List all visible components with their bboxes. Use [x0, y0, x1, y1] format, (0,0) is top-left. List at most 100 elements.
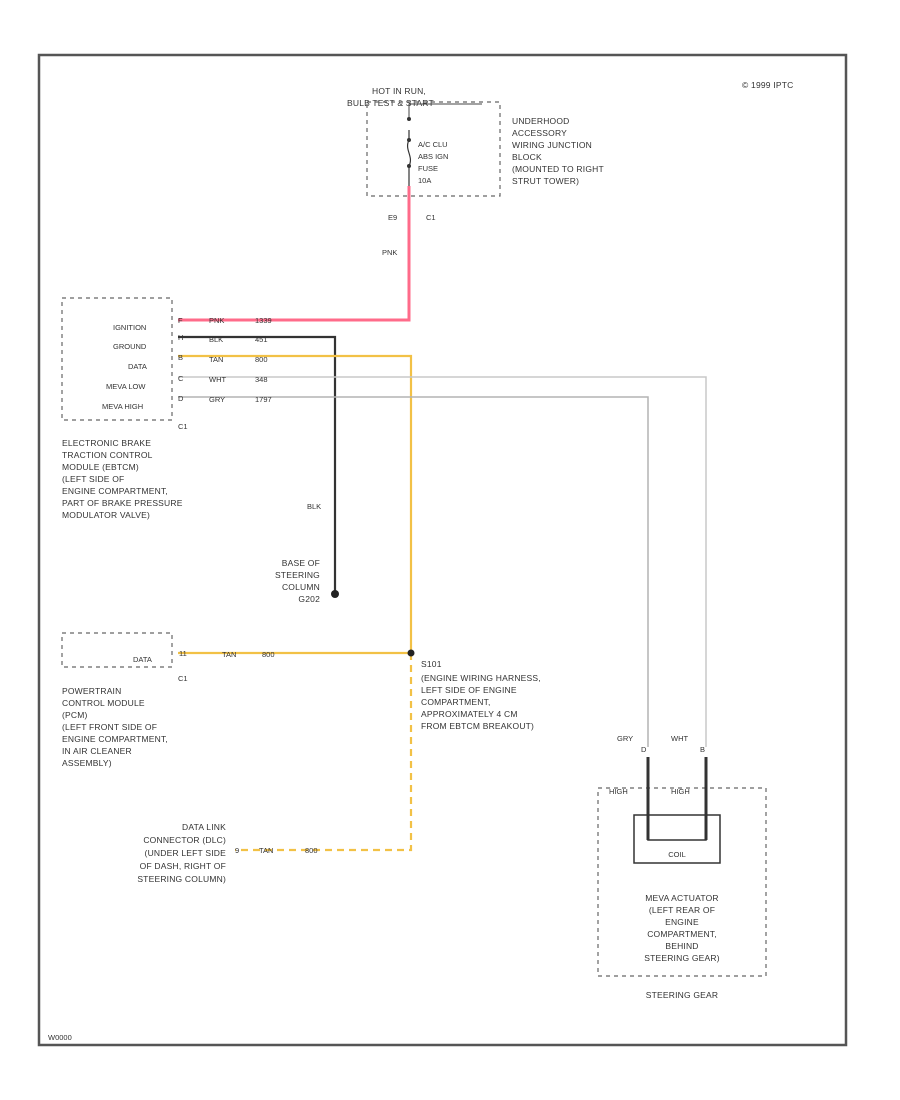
- block-label-2: ACCESSORY: [512, 128, 567, 138]
- ebtcm-outline: [61, 297, 173, 421]
- pcm-desc-1: POWERTRAIN: [62, 686, 121, 696]
- block-label-3: WIRING JUNCTION: [512, 140, 592, 150]
- bus-terminal: [407, 117, 411, 121]
- pcm-pin-label: DATA: [133, 655, 152, 664]
- diagram-frame: [37, 53, 848, 1047]
- wire-blk: [178, 335, 337, 592]
- splice-point: [407, 649, 415, 657]
- pcm-module: DATA 11 TAN 800 C1 POWERTRAIN CONTROL MO…: [61, 632, 275, 768]
- ebtcm-pin-c: C: [178, 374, 184, 383]
- copyright: © 1999 IPTC: [742, 80, 793, 90]
- ebtcm-connector: C1: [178, 422, 188, 431]
- coil-label: COIL: [668, 850, 686, 859]
- wire-gry: [178, 396, 649, 747]
- pcm-desc-5: ENGINE COMPARTMENT,: [62, 734, 168, 744]
- actuator-desc-1: MEVA ACTUATOR: [645, 893, 718, 903]
- ebtcm-desc-4: (LEFT SIDE OF: [62, 474, 124, 484]
- wire-circuit-451: 451: [255, 335, 268, 344]
- fuse-label-3: FUSE: [418, 164, 438, 173]
- wire-color-gry: GRY: [209, 395, 225, 404]
- actuator-desc-5: BEHIND: [665, 941, 698, 951]
- actuator-desc-4: COMPARTMENT,: [647, 929, 717, 939]
- dlc-wire-color: TAN: [259, 846, 273, 855]
- actuator-inner-left: HIGH: [609, 787, 628, 796]
- wire-circuit-1797: 1797: [255, 395, 272, 404]
- pcm-wire-color: TAN: [222, 650, 236, 659]
- actuator-outline: [597, 787, 767, 977]
- wire-pnk: [178, 186, 411, 322]
- junction-pin-right: C1: [426, 213, 436, 222]
- ebtcm-desc-6: PART OF BRAKE PRESSURE: [62, 498, 183, 508]
- pcm-pin: 11: [179, 649, 187, 658]
- splice-label-1: S101: [421, 659, 442, 669]
- splice-label-6: FROM EBTCM BREAKOUT): [421, 721, 534, 731]
- ebtcm-desc-3: MODULE (EBTCM): [62, 462, 139, 472]
- wire-circuit-1339: 1339: [255, 316, 272, 325]
- splice-label-4: COMPARTMENT,: [421, 697, 491, 707]
- actuator-pin-right: B: [700, 745, 705, 754]
- dlc-connector: DATA LINK CONNECTOR (DLC) (UNDER LEFT SI…: [137, 822, 317, 884]
- actuator-desc-3: ENGINE: [665, 917, 699, 927]
- dlc-wire-circuit: 800: [305, 846, 318, 855]
- actuator-inner-right: HIGH: [671, 787, 690, 796]
- ground-g202: BASE OF STEERING COLUMN G202: [275, 558, 339, 604]
- wire-tan-dlc: [235, 653, 413, 852]
- block-label-5: (MOUNTED TO RIGHT: [512, 164, 604, 174]
- ground-label-2: STEERING: [275, 570, 320, 580]
- ebtcm-desc-2: TRACTION CONTROL: [62, 450, 153, 460]
- junction-block: HOT IN RUN, BULB TEST & START A/C CLU AB…: [347, 86, 604, 222]
- ground-point: [331, 590, 339, 598]
- wire-color-tan: TAN: [209, 355, 223, 364]
- wire-circuit-348: 348: [255, 375, 268, 384]
- fuse-label-4: 10A: [418, 176, 431, 185]
- ebtcm-pin-label-data: DATA: [128, 362, 147, 371]
- block-label-1: UNDERHOOD: [512, 116, 570, 126]
- ebtcm-pin-label-ground: GROUND: [113, 342, 147, 351]
- coil-box: [633, 814, 721, 864]
- ebtcm-desc-5: ENGINE COMPARTMENT,: [62, 486, 168, 496]
- ebtcm-pin-b: B: [178, 353, 183, 362]
- ground-label-1: BASE OF: [282, 558, 320, 568]
- dlc-label-3: (UNDER LEFT SIDE: [145, 848, 227, 858]
- pcm-desc-7: ASSEMBLY): [62, 758, 112, 768]
- ebtcm-pin-f: F: [178, 316, 183, 325]
- fuse-terminal-bottom: [407, 164, 411, 168]
- ebtcm-pin-h: H: [178, 333, 183, 342]
- pcm-connector: C1: [178, 674, 188, 683]
- actuator-footer: STEERING GEAR: [646, 990, 719, 1000]
- power-header-line-1: HOT IN RUN,: [372, 86, 426, 96]
- wire-color-pnk: PNK: [209, 316, 224, 325]
- power-header-line-2: BULB TEST & START: [347, 98, 434, 108]
- meva-actuator: GRY WHT D B HIGH HIGH COIL MEVA ACTUATOR…: [597, 734, 767, 1000]
- fuse-label-2: ABS IGN: [418, 152, 448, 161]
- actuator-pin-left: D: [641, 745, 647, 754]
- ebtcm-desc-1: ELECTRONIC BRAKE: [62, 438, 151, 448]
- actuator-desc-6: STEERING GEAR): [644, 953, 720, 963]
- dlc-pin: 9: [235, 846, 239, 855]
- wire-tan-ebtcm: [178, 354, 413, 652]
- splice-s101: S101 (ENGINE WIRING HARNESS, LEFT SIDE O…: [407, 649, 541, 731]
- pcm-desc-6: IN AIR CLEANER: [62, 746, 132, 756]
- dlc-label-5: STEERING COLUMN): [137, 874, 226, 884]
- fuse-terminal-top: [407, 138, 411, 142]
- ebtcm-pin-d: D: [178, 394, 184, 403]
- coil-loop: [647, 815, 707, 841]
- wire-color-blk: BLK: [209, 335, 223, 344]
- actuator-wire-left: GRY: [617, 734, 633, 743]
- block-label-4: BLOCK: [512, 152, 542, 162]
- actuator-wire-right: WHT: [671, 734, 688, 743]
- fuse-label-1: A/C CLU: [418, 140, 448, 149]
- ebtcm-desc-7: MODULATOR VALVE): [62, 510, 150, 520]
- splice-label-2: (ENGINE WIRING HARNESS,: [421, 673, 541, 683]
- ebtcm-module: IGNITION GROUND DATA MEVA LOW MEVA HIGH …: [61, 297, 272, 520]
- ground-label-3: COLUMN: [282, 582, 320, 592]
- ground-label-4: G202: [298, 594, 320, 604]
- ebtcm-pin-label-ignition: IGNITION: [113, 323, 146, 332]
- pcm-wire-circuit: 800: [262, 650, 275, 659]
- pcm-desc-3: (PCM): [62, 710, 88, 720]
- dlc-label-4: OF DASH, RIGHT OF: [140, 861, 226, 871]
- pcm-outline: [61, 632, 173, 668]
- actuator-desc-2: (LEFT REAR OF: [649, 905, 715, 915]
- wire-color-wht: WHT: [209, 375, 226, 384]
